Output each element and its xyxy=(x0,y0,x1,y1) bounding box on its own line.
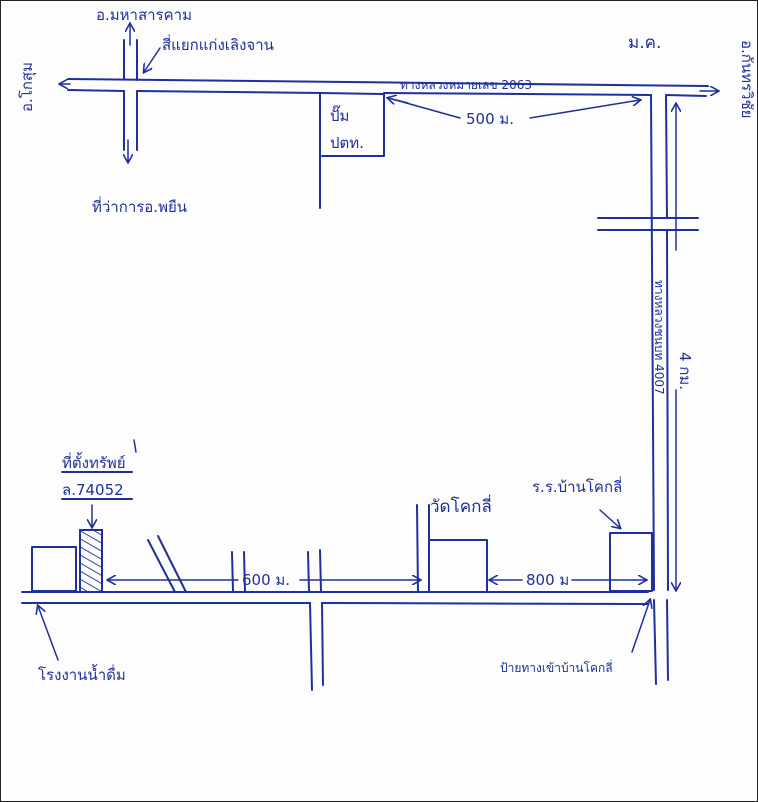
label-distance-600m: 600 ม. xyxy=(242,571,290,589)
highway-2063-road xyxy=(67,78,709,97)
arrow-to-factory xyxy=(38,606,59,661)
label-distance-800m: 800 ม xyxy=(526,571,569,589)
village-road xyxy=(21,591,649,691)
dimension-500m-right xyxy=(529,100,640,119)
label-temple: วัดโคกลี่ xyxy=(430,494,492,517)
label-property-1: ที่ตั้งทรัพย์ xyxy=(62,452,126,472)
property-parcel xyxy=(79,529,103,593)
label-intersection: สี่แยกแก่งเลิงจาน xyxy=(162,34,274,54)
temple-lane xyxy=(416,504,419,593)
temple-box xyxy=(428,539,488,593)
label-highway-4007: ทางหลวงชนบท 4007 xyxy=(652,280,666,395)
label-to-phra-yuen: ที่ว่าการอ.พยืน xyxy=(92,196,187,216)
label-property-2: ล.74052 xyxy=(62,481,124,499)
arrow-to-school xyxy=(599,509,620,528)
label-highway-2063: ทางหลวงหมายเลข 2063 xyxy=(400,78,532,92)
factory-box xyxy=(31,546,77,592)
label-distance-500m: 500 ม. xyxy=(466,110,514,128)
highway-4007-road xyxy=(650,94,669,685)
arrow-to-village-sign xyxy=(631,600,650,653)
label-province-code: ม.ค. xyxy=(628,33,661,53)
arrow-intersection-pointer xyxy=(144,47,161,72)
small-lane-1 xyxy=(231,551,234,593)
kaeng-loeng-chan-crossroad xyxy=(123,39,138,151)
label-factory: โรงงานน้ำดื่ม xyxy=(38,664,126,684)
label-gas-station-1: ปั๊ม xyxy=(330,105,349,125)
small-lane-2 xyxy=(307,551,310,593)
label-distance-4km: 4 กม. xyxy=(676,352,694,390)
label-gas-station-2: ปตท. xyxy=(330,134,364,152)
label-to-kosum: อ.โกสุม xyxy=(18,62,37,112)
label-school: ร.ร.บ้านโคกลี่ xyxy=(532,476,622,496)
label-to-maha-sarakham: อ.มหาสารคาม xyxy=(96,6,192,24)
label-village-sign: ป้ายทางเข้าบ้านโคกลี่ xyxy=(500,659,613,675)
diagonal-lane xyxy=(147,539,176,593)
school-box xyxy=(609,532,653,592)
label-to-kantharawichai: อ.กันทรวิชัย xyxy=(738,40,756,118)
gas-station-box xyxy=(319,92,385,157)
